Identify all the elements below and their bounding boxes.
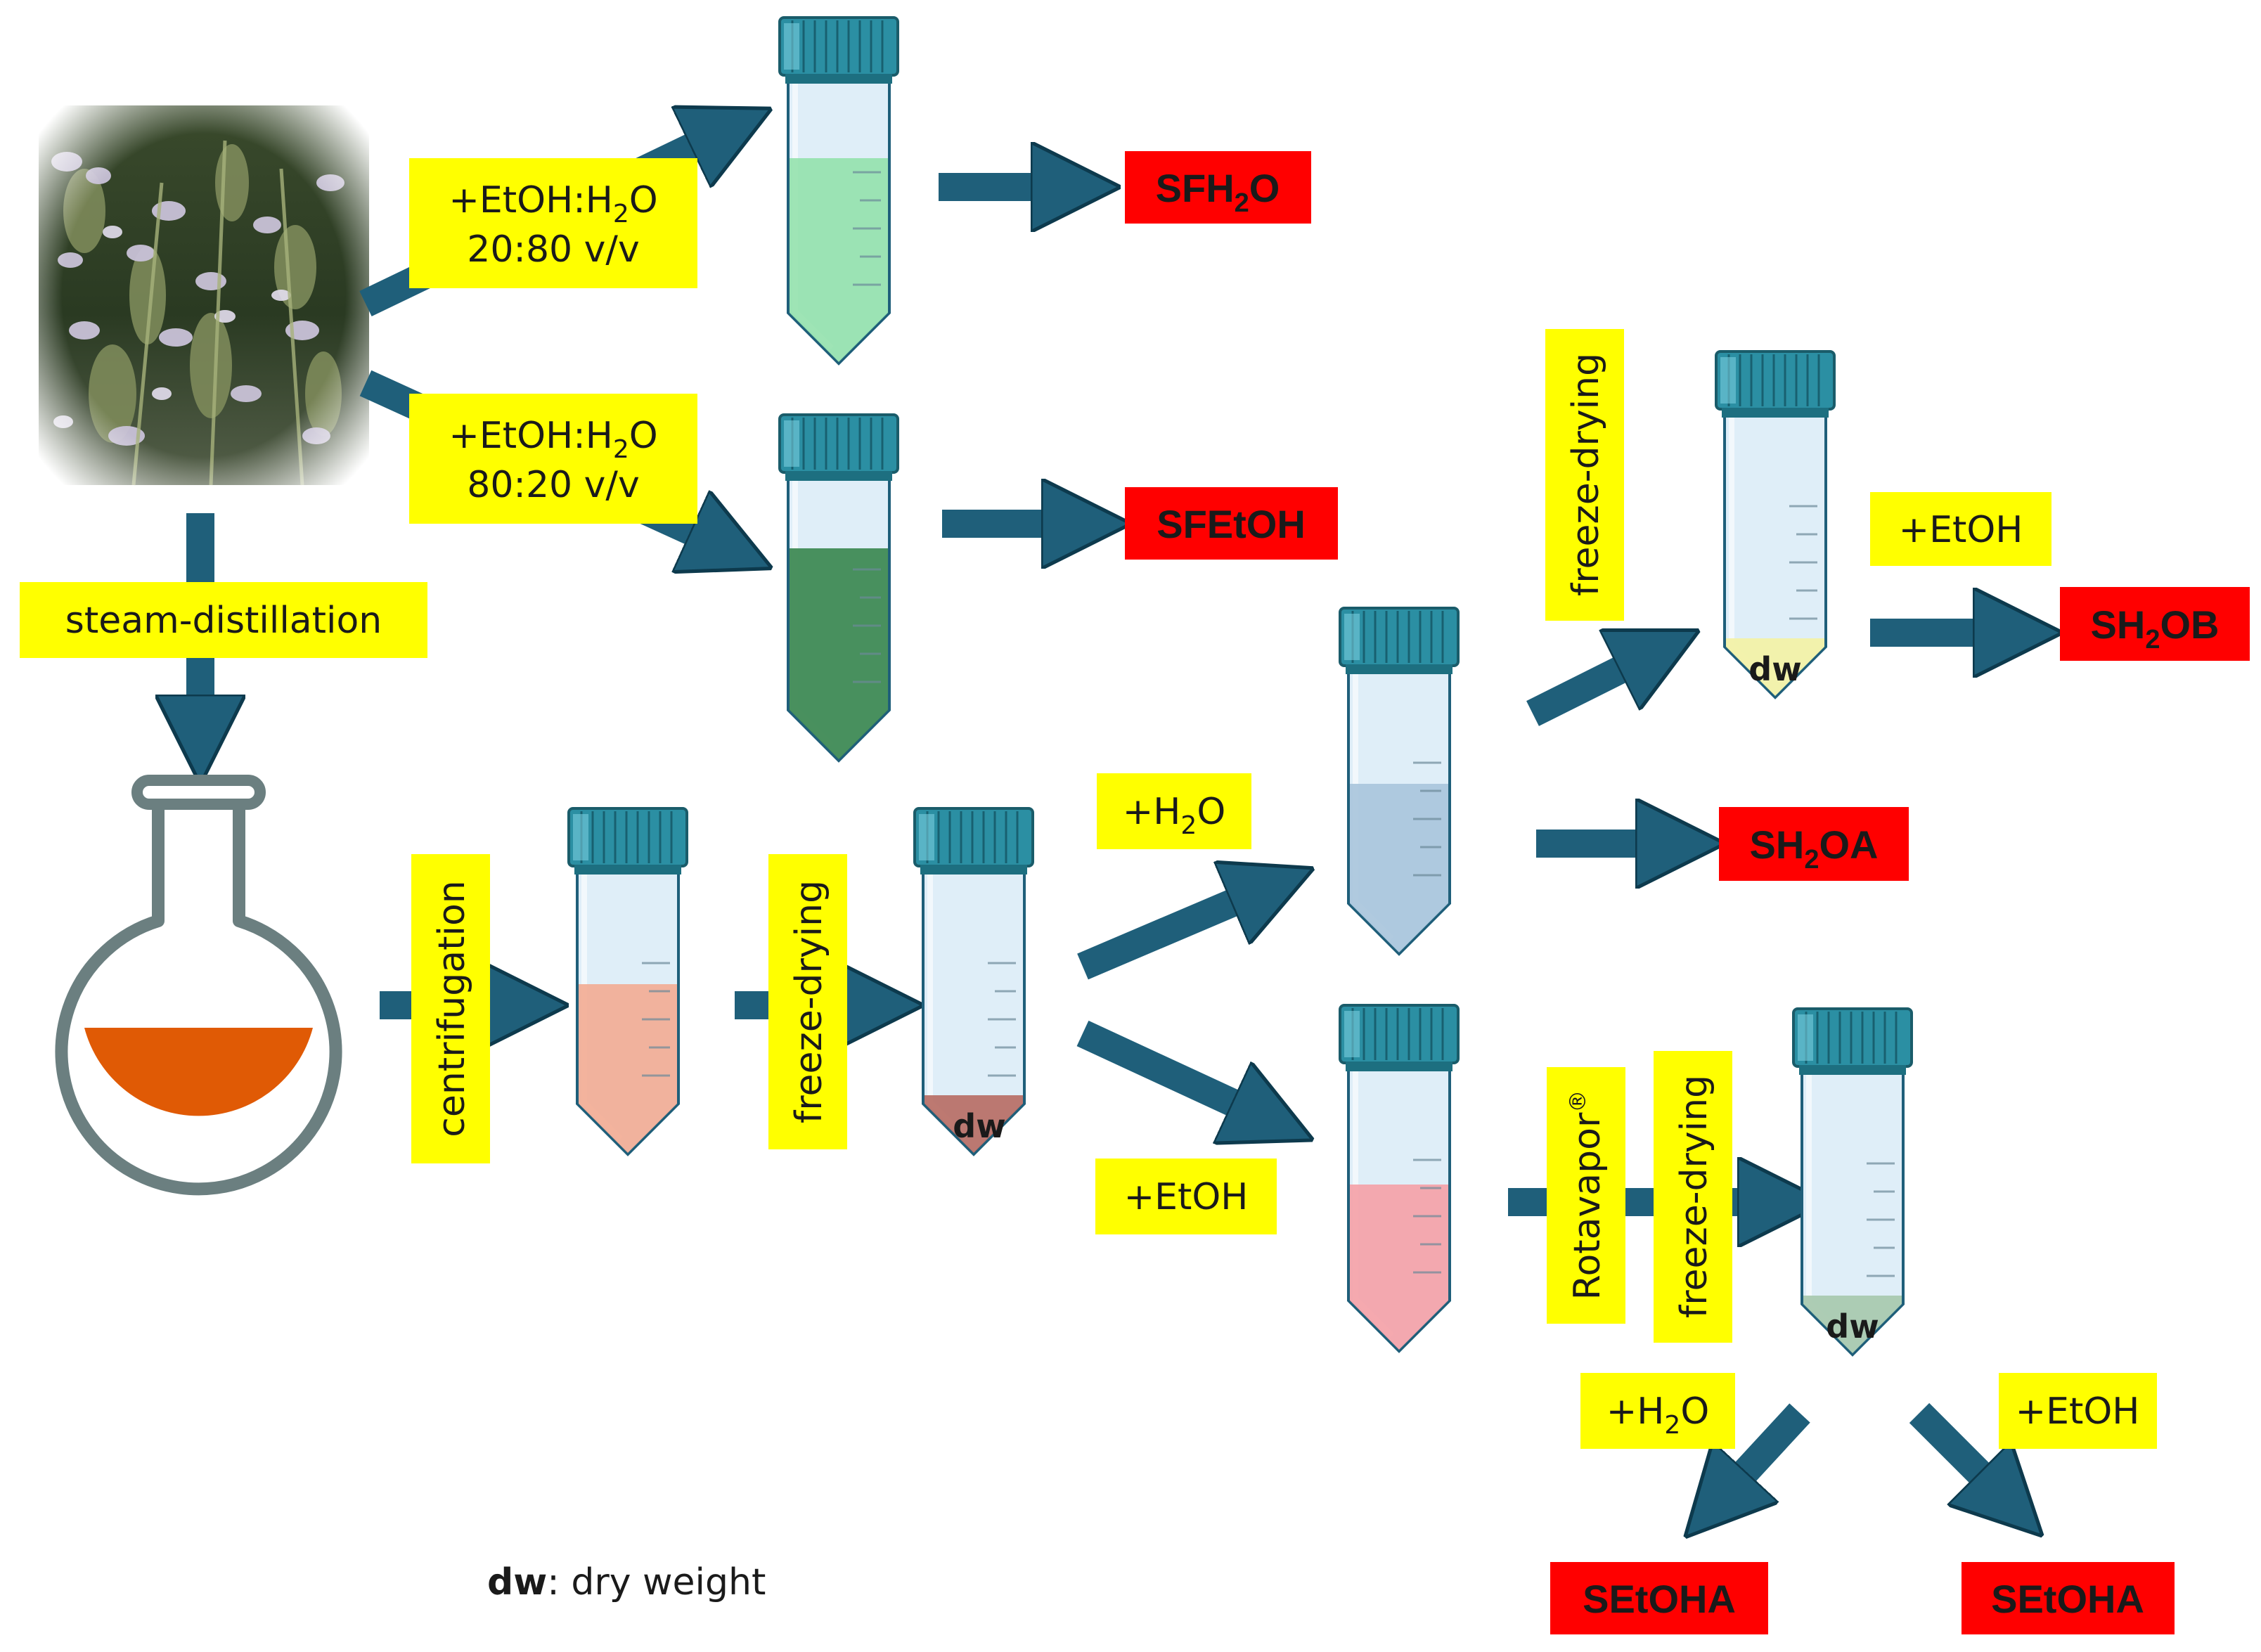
label-rotavapor: Rotavapor® xyxy=(1547,1067,1625,1324)
tube-sfh2o xyxy=(778,16,899,363)
svg-text:SFH2O: SFH2O xyxy=(1156,166,1280,218)
arrow-to-setoha-right xyxy=(1909,1402,2011,1504)
label-water-extraction: +EtOH:H2O 20:80 v/v xyxy=(409,158,697,288)
svg-text:+H2O: +H2O xyxy=(1606,1390,1710,1440)
svg-text:+EtOH: +EtOH xyxy=(1899,509,2023,551)
dw-label-2: dw xyxy=(1748,650,1801,688)
label-ethanol-extraction: +EtOH:H2O 80:20 v/v xyxy=(409,394,697,524)
arrow-to-ethanol-tube xyxy=(1076,1020,1273,1121)
svg-text:steam-distillation: steam-distillation xyxy=(65,600,382,642)
label-freeze-drying-3: freeze-drying xyxy=(1654,1051,1732,1343)
round-bottom-flask xyxy=(55,775,342,1196)
footnote-dry-weight: dw: dry weight xyxy=(487,1561,766,1603)
output-sh2oa: SH2OA xyxy=(1719,807,1909,881)
svg-text:SFEtOH: SFEtOH xyxy=(1157,502,1306,546)
svg-text:+H2O: +H2O xyxy=(1123,791,1226,840)
output-sh2ob: SH2OB xyxy=(2060,587,2250,661)
output-sfetoh: SFEtOH xyxy=(1125,487,1338,560)
tube-water xyxy=(1339,607,1460,954)
svg-text:dw: dry weight: dw: dry weight xyxy=(487,1561,766,1603)
svg-text:freeze-drying: freeze-drying xyxy=(788,880,830,1123)
label-add-ethanol-top: +EtOH xyxy=(1870,492,2051,566)
svg-text:+EtOH: +EtOH xyxy=(2016,1390,2140,1433)
arrow-to-setoha-left xyxy=(1715,1403,1810,1504)
label-add-water-bottom: +H2O xyxy=(1580,1373,1735,1449)
label-freeze-drying-2: freeze-drying xyxy=(1545,329,1624,621)
label-centrifugation: centrifugation xyxy=(411,854,490,1163)
svg-text:SH2OA: SH2OA xyxy=(1750,822,1879,875)
label-add-ethanol-bottom: +EtOH xyxy=(1999,1373,2157,1449)
output-setoha-left: SEtOHA xyxy=(1550,1562,1768,1634)
output-setoha-right: SEtOHA xyxy=(1962,1562,2175,1634)
svg-text:SEtOHA: SEtOHA xyxy=(1583,1577,1736,1621)
svg-text:20:80 v/v: 20:80 v/v xyxy=(467,228,639,271)
tube-ethanol xyxy=(1339,1004,1460,1351)
svg-text:freeze-drying: freeze-drying xyxy=(1565,353,1607,596)
svg-text:centrifugation: centrifugation xyxy=(431,880,473,1137)
output-sfh2o: SFH2O xyxy=(1125,151,1311,224)
svg-text:Rotavapor®: Rotavapor® xyxy=(1564,1090,1609,1301)
tube-bottom-right: dw xyxy=(1792,1007,1913,1355)
dw-label-1: dw xyxy=(953,1107,1005,1145)
tube-centrifuged xyxy=(567,807,688,1154)
tube-sfetoh xyxy=(778,413,899,761)
arrow-to-top-right-tube xyxy=(1526,650,1659,726)
svg-text:80:20 v/v: 80:20 v/v xyxy=(467,464,639,506)
flask-liquid xyxy=(84,1028,313,1116)
label-steam-distillation: steam-distillation xyxy=(20,582,427,658)
plant-photo xyxy=(28,95,380,496)
dw-label-3: dw xyxy=(1826,1308,1879,1346)
tube-top-right: dw xyxy=(1715,350,1836,697)
svg-text:SH2OB: SH2OB xyxy=(2091,602,2220,654)
label-add-ethanol: +EtOH xyxy=(1095,1159,1277,1234)
svg-text:SEtOHA: SEtOHA xyxy=(1991,1577,2144,1621)
svg-text:freeze-drying: freeze-drying xyxy=(1673,1075,1715,1318)
label-add-water: +H2O xyxy=(1097,773,1251,849)
arrow-to-water-tube xyxy=(1077,886,1273,980)
tube-dry-1: dw xyxy=(913,807,1034,1154)
svg-text:+EtOH:H2O: +EtOH:H2O xyxy=(449,415,657,464)
svg-text:+EtOH:H2O: +EtOH:H2O xyxy=(449,179,657,228)
label-freeze-drying-1: freeze-drying xyxy=(768,854,847,1149)
svg-text:+EtOH: +EtOH xyxy=(1124,1176,1249,1218)
